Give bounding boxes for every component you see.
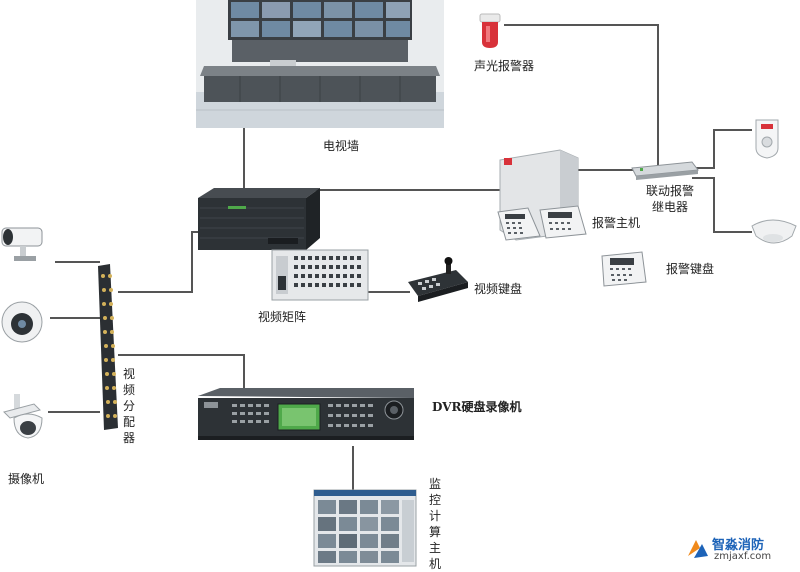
line-relay-detector-bottom (692, 177, 752, 233)
tv-wall-image (196, 0, 444, 128)
video-matrix-panel (271, 249, 369, 301)
alarm-host-keypads (497, 205, 587, 241)
bullet-camera-icon (1, 227, 43, 261)
strobe-siren-label: 声光报警器 (474, 59, 535, 73)
ptz-camera-icon (3, 394, 43, 439)
alarm-host-label: 报警主机 (592, 216, 641, 230)
smoke-detector-icon (751, 219, 797, 244)
video-matrix-label: 视频矩阵 (258, 310, 307, 324)
tv-wall-label: 电视墙 (323, 139, 360, 153)
video-matrix-rack (198, 188, 320, 250)
video-keyboard-device (408, 257, 468, 302)
watermark: 智淼消防 zmjaxf.com (682, 532, 794, 566)
monitor-pc-label: 监控计算主机 (428, 477, 441, 571)
line-siren-relay (504, 24, 659, 168)
brand-logo-icon (688, 540, 708, 558)
line-matrix-distributor (118, 231, 198, 293)
camera-label: 摄像机 (8, 472, 45, 486)
video-distributor-label: 视频分配器 (122, 367, 135, 445)
watermark-brand: 智淼消防 (712, 538, 765, 553)
strobe-siren-icon (479, 13, 501, 48)
alarm-keypad-device (601, 251, 647, 287)
video-distributor-strip (98, 264, 118, 430)
line-relay-detector-top (692, 129, 752, 169)
monitor-pc-screenshot (313, 489, 417, 567)
connection-lines (48, 24, 752, 490)
linkage-relay-label-line2: 继电器 (652, 200, 689, 214)
tv-screens (231, 2, 410, 37)
dome-camera-icon (1, 301, 43, 343)
linkage-relay-label-line1: 联动报警 (646, 184, 695, 198)
linkage-relay-device (631, 161, 699, 180)
watermark-domain: zmjaxf.com (714, 551, 772, 562)
dvr-device (198, 388, 414, 440)
alarm-keypad-label: 报警键盘 (666, 262, 715, 276)
line-distributor-dvr (118, 354, 245, 395)
video-keyboard-label: 视频键盘 (474, 282, 523, 296)
pir-detector-icon (755, 119, 779, 159)
dvr-label: DVR硬盘录像机 (432, 400, 522, 414)
